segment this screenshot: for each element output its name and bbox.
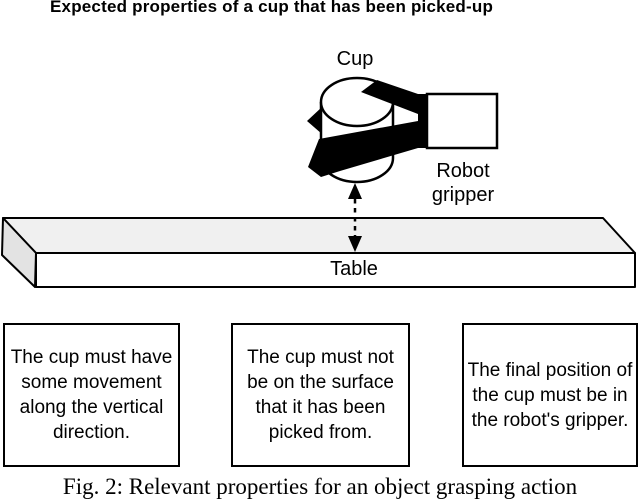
- cup-label: Cup: [336, 48, 374, 70]
- robot-gripper-label: Robot gripper: [431, 160, 495, 206]
- figure-caption: Fig. 2: Relevant properties for an objec…: [62, 474, 578, 499]
- property-box-off-surface: The cup must not be on the surface that …: [231, 323, 410, 467]
- gripper-mount: [425, 92, 499, 150]
- table-front-face: [35, 252, 636, 288]
- gripper-base-strip: [418, 94, 427, 148]
- gripper-finger-tip: [307, 107, 322, 134]
- table-top-face: [2, 217, 636, 254]
- figure-title: Expected properties of a cup that has be…: [50, 0, 494, 16]
- lift-arrow-head-down: [348, 236, 362, 252]
- property-box-final-position: The final position of the cup must be in…: [462, 323, 638, 467]
- gripper-lower-finger: [308, 121, 418, 177]
- lift-arrow-head-up: [348, 183, 362, 199]
- property-box-vertical-movement: The cup must have some movement along th…: [3, 323, 180, 467]
- table-label: Table: [330, 258, 378, 280]
- gripper-upper-finger: [361, 80, 418, 114]
